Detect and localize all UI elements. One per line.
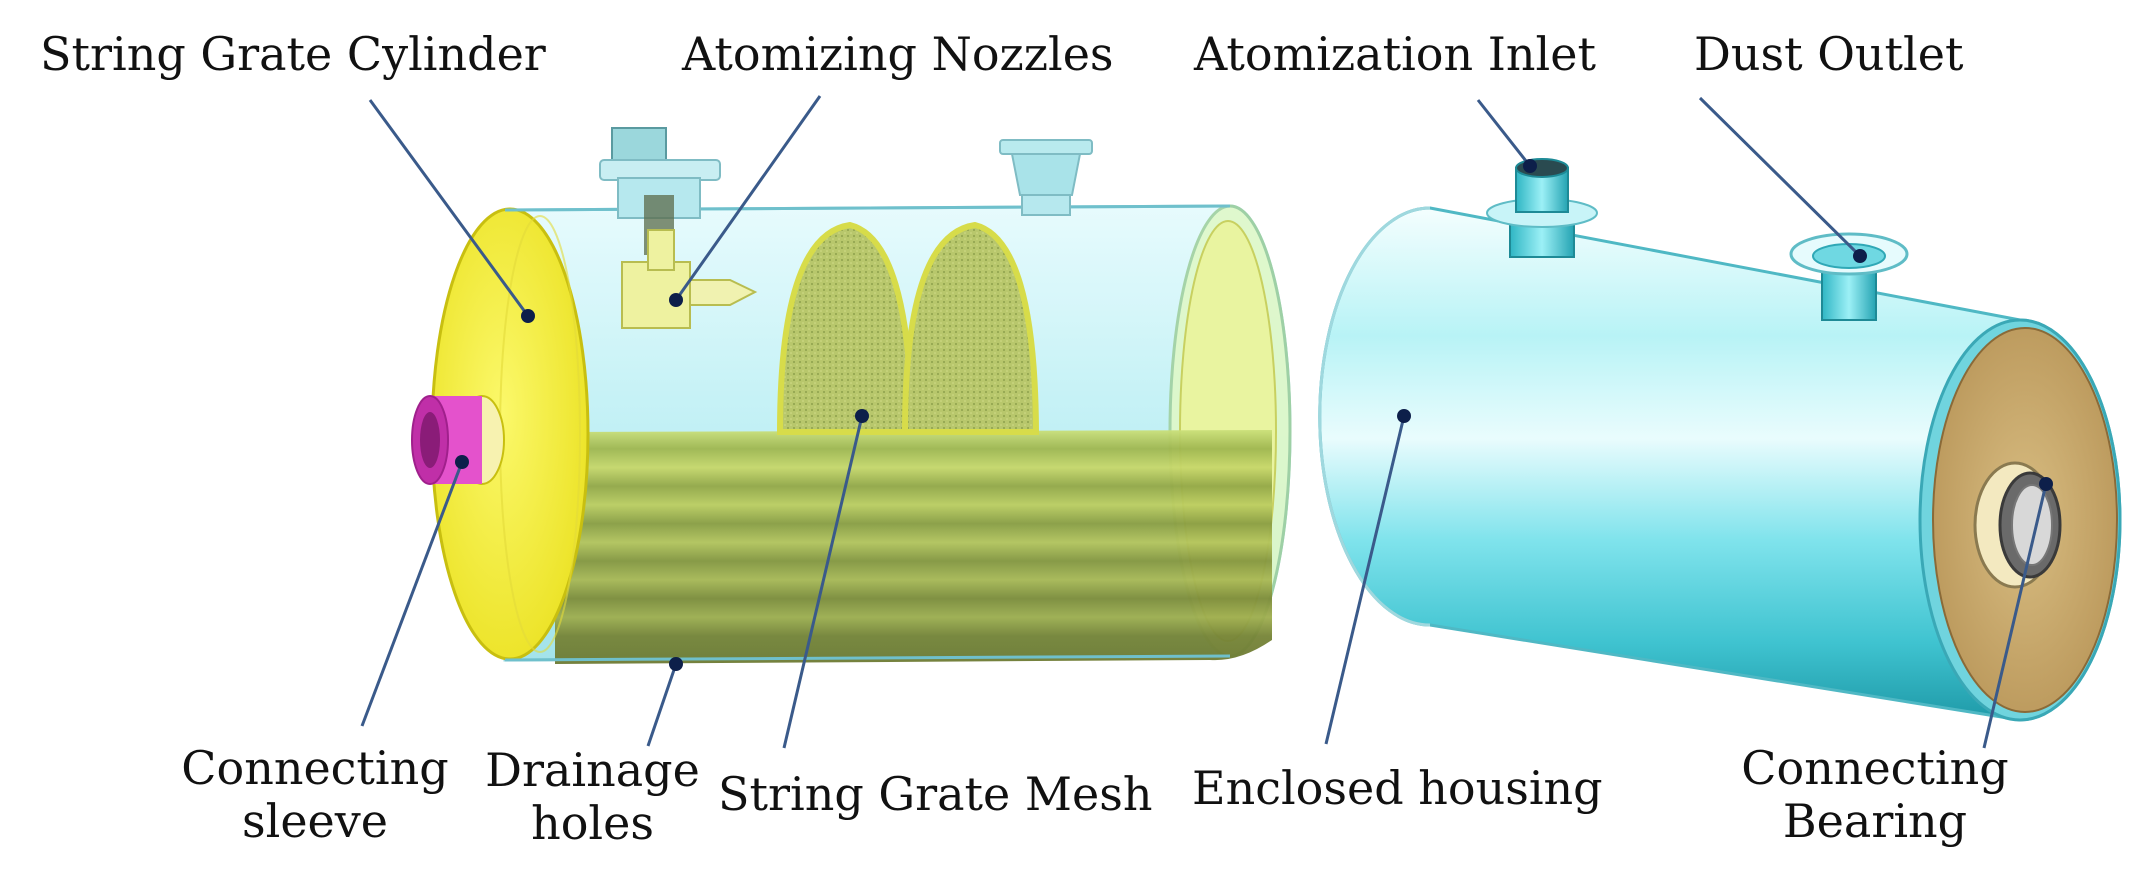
string-grate-mesh [776,221,1040,435]
label-drainage-holes-line2: holes [531,795,654,850]
label-string-grate-mesh: String Grate Mesh [718,767,1153,821]
label-drainage-holes-line1: Drainage [485,743,700,797]
string-grate-cylinder-assembly [411,127,1292,664]
leader-lines [360,95,2048,749]
connecting-bearing-part [1973,461,2062,589]
atomizing-nozzle-fitting [599,127,758,329]
enclosed-housing-assembly [1318,158,2122,722]
label-connecting-bearing: Connecting Bearing [1740,742,2010,848]
label-connecting-sleeve-line2: sleeve [242,793,388,848]
label-connecting-sleeve-line1: Connecting [181,741,449,795]
label-connecting-sleeve: Connecting sleeve [180,742,450,848]
label-connecting-bearing-line1: Connecting [1741,741,2009,795]
label-string-grate-cylinder: String Grate Cylinder [40,27,546,81]
label-drainage-holes: Drainage holes [480,744,705,850]
label-atomization-inlet: Atomization Inlet [1194,27,1596,81]
label-dust-outlet: Dust Outlet [1694,27,1964,81]
top-flange [999,139,1093,216]
dust-outlet-pipe [1789,232,1909,321]
label-atomizing-nozzles: Atomizing Nozzles [682,27,1114,81]
label-enclosed-housing: Enclosed housing [1192,761,1603,815]
leader-dots [455,159,2053,671]
atomization-inlet-pipe [1486,158,1598,258]
label-connecting-bearing-line2: Bearing [1782,793,1968,848]
